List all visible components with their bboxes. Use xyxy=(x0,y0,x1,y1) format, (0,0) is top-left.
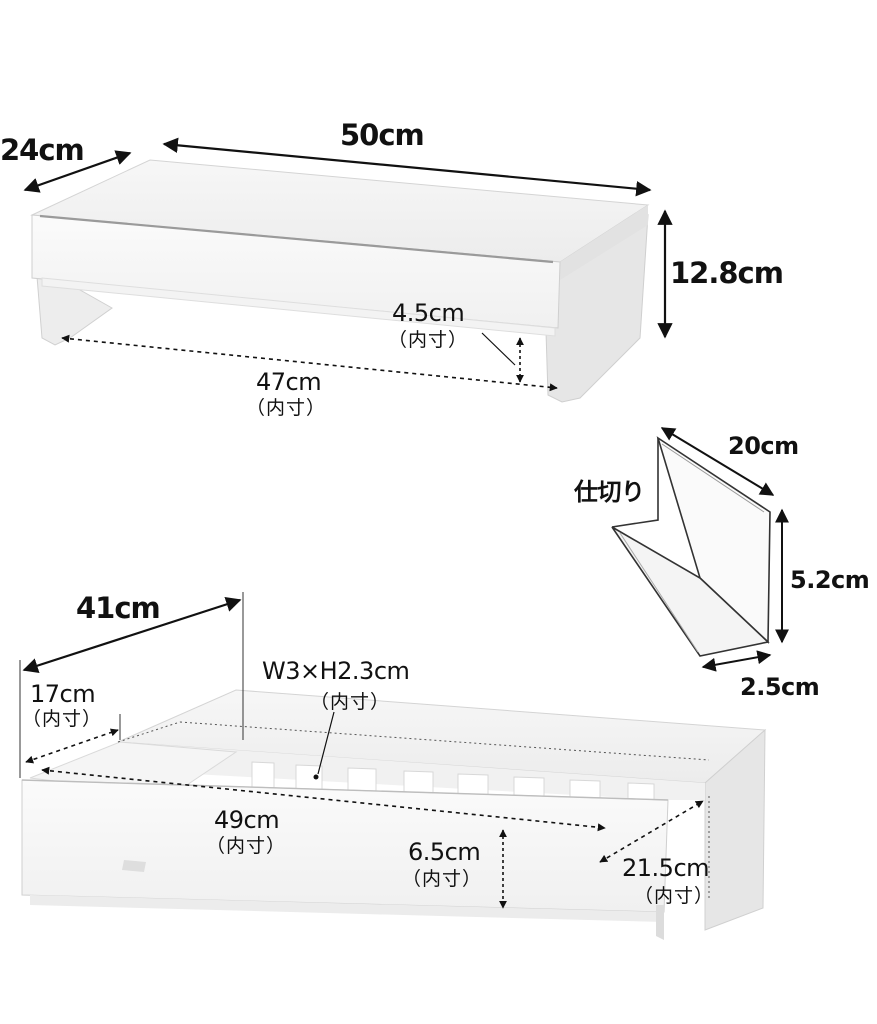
drawer-compartment-depth-note: （内寸） xyxy=(22,708,102,730)
divider-base-label: 2.5cm xyxy=(740,673,819,701)
divider-height-label: 5.2cm xyxy=(790,566,869,594)
divider-length-label: 20cm xyxy=(728,432,799,460)
drawer-inner-depth-note: （内寸） xyxy=(634,885,714,907)
monitor-stand-illustration xyxy=(30,159,650,403)
drawer-width-label: 41cm xyxy=(76,591,160,625)
stand-height-label: 12.8cm xyxy=(670,256,783,290)
drawer-inner-height-note: （内寸） xyxy=(402,868,482,890)
divider-name-label: 仕切り xyxy=(573,478,645,506)
drawer-compartment-depth-label: 17cm xyxy=(30,680,95,708)
drawer-inner-height-label: 6.5cm xyxy=(408,838,480,866)
drawer-slot-size-note: （内寸） xyxy=(310,691,390,713)
stand-width-label: 50cm xyxy=(340,118,424,152)
stand-inner-width-note: （内寸） xyxy=(246,397,326,419)
drawer-inner-width-note: （内寸） xyxy=(206,835,286,857)
stand-inner-width-label: 47cm xyxy=(256,368,321,396)
drawer-slot-size-label: W3×H2.3cm xyxy=(262,657,409,685)
divider-illustration xyxy=(611,436,771,657)
stand-clearance-label: 4.5cm xyxy=(392,299,464,327)
drawer-inner-depth-label: 21.5cm xyxy=(622,854,709,882)
drawer-inner-width-label: 49cm xyxy=(214,806,279,834)
stand-depth-label: 24cm xyxy=(0,133,84,167)
stand-clearance-note: （内寸） xyxy=(388,329,468,351)
